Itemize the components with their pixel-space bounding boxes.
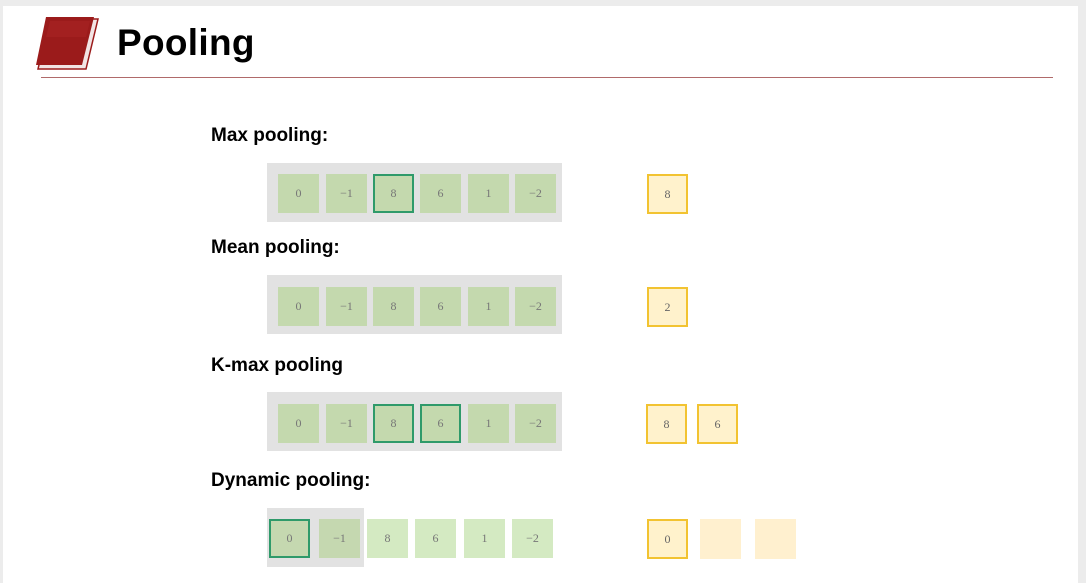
- k-max-pooling-cell: 1: [468, 404, 509, 443]
- dynamic-pooling-output-empty: [755, 519, 796, 559]
- mean-pooling-cell: −1: [326, 287, 367, 326]
- mean-pooling-cell: 6: [420, 287, 461, 326]
- mean-pooling-output: 2: [647, 287, 688, 327]
- mean-pooling-cell: 0: [278, 287, 319, 326]
- dynamic-pooling-label: Dynamic pooling:: [211, 470, 371, 491]
- dynamic-pooling-cell: −2: [512, 519, 553, 558]
- dynamic-pooling-cell: 1: [464, 519, 505, 558]
- max-pooling-label: Max pooling:: [211, 125, 329, 146]
- k-max-pooling-cell: −2: [515, 404, 556, 443]
- max-pooling-cell: −1: [326, 174, 367, 213]
- max-pooling-cell: −2: [515, 174, 556, 213]
- max-pooling-cell: 0: [278, 174, 319, 213]
- max-pooling-cell: 6: [420, 174, 461, 213]
- max-pooling-output: 8: [647, 174, 688, 214]
- k-max-pooling-cell-selected: 8: [373, 404, 414, 443]
- mean-pooling-cell: 1: [468, 287, 509, 326]
- dynamic-pooling-cell-selected: 0: [269, 519, 310, 558]
- dynamic-pooling-output-empty: [700, 519, 741, 559]
- max-pooling-cell: 1: [468, 174, 509, 213]
- k-max-pooling-output: 6: [697, 404, 738, 444]
- max-pooling-cell-selected: 8: [373, 174, 414, 213]
- dynamic-pooling-cell: −1: [319, 519, 360, 558]
- mean-pooling-cell: 8: [373, 287, 414, 326]
- page-title: Pooling: [117, 22, 255, 63]
- dynamic-pooling-output: 0: [647, 519, 688, 559]
- mean-pooling-label: Mean pooling:: [211, 237, 340, 258]
- title-divider: [41, 77, 1053, 78]
- mean-pooling-cell: −2: [515, 287, 556, 326]
- dynamic-pooling-cell: 6: [415, 519, 456, 558]
- dynamic-pooling-cell: 8: [367, 519, 408, 558]
- book-icon: [36, 17, 99, 70]
- k-max-pooling-cell-selected: 6: [420, 404, 461, 443]
- k-max-pooling-cell: 0: [278, 404, 319, 443]
- k-max-pooling-label: K-max pooling: [211, 355, 343, 376]
- k-max-pooling-cell: −1: [326, 404, 367, 443]
- k-max-pooling-output: 8: [646, 404, 687, 444]
